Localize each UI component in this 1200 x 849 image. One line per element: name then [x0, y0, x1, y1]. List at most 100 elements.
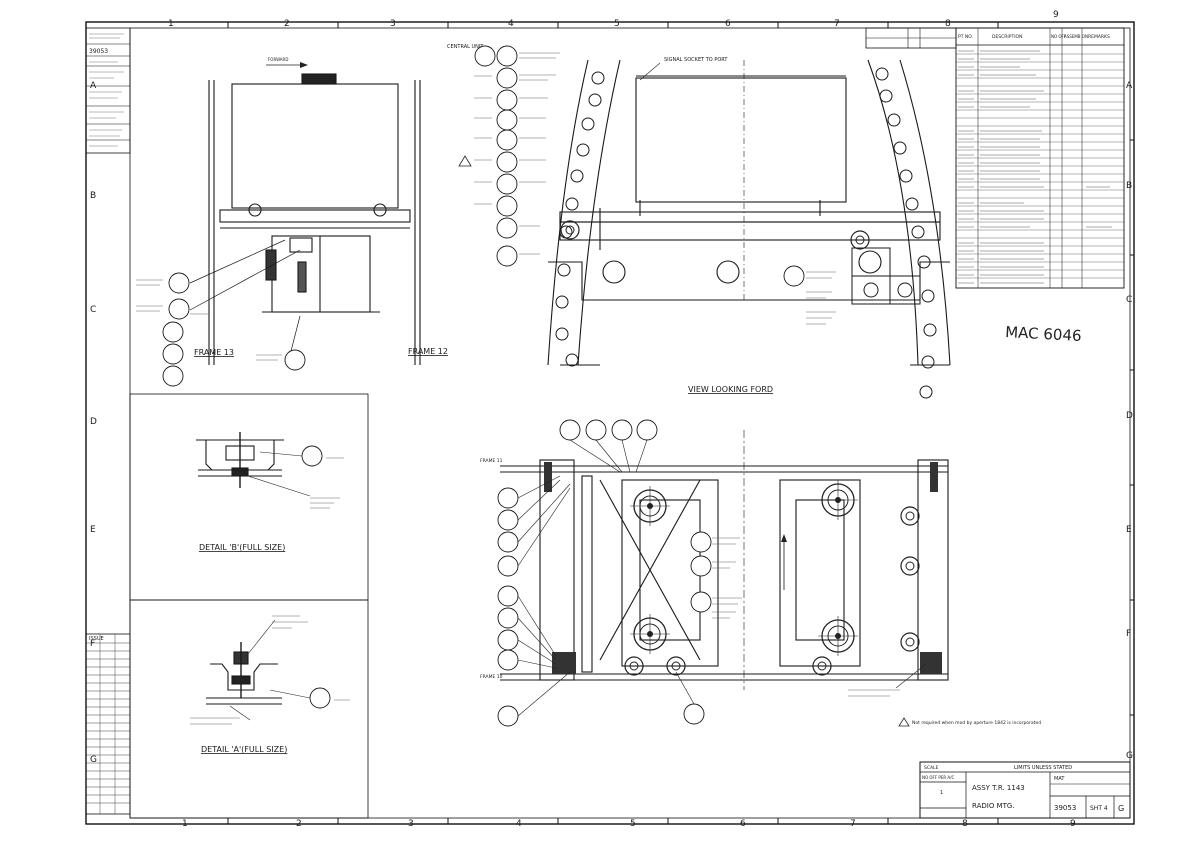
central-unit-balloon-stack [474, 45, 518, 267]
plan-balloons-centre [683, 531, 712, 725]
col-marker-top-9: 9 [1053, 10, 1059, 20]
row-marker-right-e: E [1126, 525, 1132, 535]
col-marker-top-1: 1 [168, 19, 174, 29]
frame-10-label: FRAME 10 [480, 674, 503, 680]
lower-beam-holes [602, 250, 882, 284]
detail-b-label: DETAIL 'B'(FULL SIZE) [199, 543, 285, 552]
col-marker-bottom-9: 9 [1070, 819, 1076, 829]
right-frame-lightening-holes [875, 67, 937, 399]
title-revision: G [1118, 804, 1124, 813]
col-marker-bottom-6: 6 [740, 819, 746, 829]
parts-header-remarks: REMARKS [1088, 34, 1110, 40]
drill-note [848, 663, 927, 697]
title-limits-label: LIMITS UNLESS STATED [1014, 765, 1072, 771]
row-marker-right-b: B [1126, 181, 1132, 191]
column-markers-top: 1 2 3 4 5 6 7 8 9 [168, 10, 1059, 29]
row-markers-left: A B C D E F G [90, 81, 97, 765]
drawing-reference-handwritten: MAC 6046 [1005, 323, 1082, 345]
frame-13-forward-arrow: FORWARD [266, 57, 308, 68]
mod-note-text: Not required when mod by aperture 1842 i… [912, 720, 1041, 726]
col-marker-bottom-3: 3 [408, 819, 414, 829]
plan-leader-bottom [675, 671, 695, 705]
signal-socket-leader [639, 62, 661, 81]
plan-leaders-top [569, 439, 648, 473]
row-marker-right-f: F [1126, 629, 1131, 639]
row-marker-right-g: G [1126, 751, 1133, 761]
side-panel-issue-label: ISSUE [89, 636, 104, 642]
view-looking-ford [547, 59, 951, 366]
mod-note-triangle [898, 717, 910, 727]
col-marker-bottom-2: 2 [296, 819, 302, 829]
frame-13-label: FRAME 13 [194, 348, 234, 357]
col-marker-top-3: 3 [390, 19, 396, 29]
col-marker-top-5: 5 [614, 19, 620, 29]
row-marker-left-c: C [90, 305, 96, 315]
left-revision-strip: 39053 ISSUE [85, 27, 131, 815]
title-scale-label: SCALE [924, 765, 939, 771]
left-frame-lightening-holes [555, 71, 605, 367]
central-unit-label: CENTRAL UNIT [447, 44, 484, 50]
title-mat-label: MAT [1054, 776, 1065, 782]
signal-socket-note: SIGNAL SOCKET TO PORT [664, 57, 728, 63]
detail-a-label: DETAIL 'A'(FULL SIZE) [201, 745, 287, 754]
row-marker-right-c: C [1126, 295, 1132, 305]
mod-triangle-marker [458, 155, 472, 167]
row-marker-left-b: B [90, 191, 96, 201]
frame-13-callout-text [136, 279, 282, 361]
side-panel-drawing-no: 39053 [89, 48, 108, 55]
frame-13-view [189, 73, 421, 365]
parts-list-table: PT NO. DESCRIPTION NO OFF ASSEMB ON REMA… [955, 27, 1125, 289]
row-marker-left-f: F [90, 639, 95, 649]
parts-list-handwritten-entries [958, 50, 1112, 284]
forward-label-frame13: FORWARD [268, 57, 288, 62]
title-no-off-header: NO OFF PER A/C [922, 775, 955, 780]
col-marker-bottom-5: 5 [630, 819, 636, 829]
row-marker-right-a: A [1126, 81, 1133, 91]
frame-13-balloons [162, 272, 306, 387]
title-block: SCALE LIMITS UNLESS STATED NO OFF PER A/… [919, 761, 1131, 819]
col-marker-bottom-4: 4 [516, 819, 522, 829]
plan-balloons-left [497, 487, 519, 727]
plan-side-bolts [624, 506, 920, 676]
parts-header-description: DESCRIPTION [992, 34, 1022, 40]
row-markers-right: A B C D E F G [1126, 81, 1133, 761]
plan-centre-callout-text [712, 537, 742, 619]
col-marker-bottom-1: 1 [182, 819, 188, 829]
title-no-off: 1 [940, 790, 943, 796]
col-marker-bottom-7: 7 [850, 819, 856, 829]
column-grid-ticks [227, 22, 1134, 824]
plan-corner-blocks [544, 462, 942, 674]
parts-header-no-off: NO OFF [1051, 34, 1067, 39]
outer-border [85, 21, 1135, 825]
view-side-balloons [783, 265, 805, 287]
detail-b-panel: DETAIL 'B'(FULL SIZE) [129, 393, 369, 601]
title-drawing-number: 39053 [1054, 804, 1076, 812]
plan-view [500, 430, 949, 690]
row-marker-right-d: D [1126, 411, 1133, 421]
row-marker-left-d: D [90, 417, 97, 427]
col-marker-bottom-8: 8 [962, 819, 968, 829]
col-marker-top-6: 6 [725, 19, 731, 29]
row-marker-left-g: G [90, 755, 97, 765]
plan-forward-arrow [781, 534, 787, 542]
frame-12-label: FRAME 12 [408, 347, 448, 356]
col-marker-top-7: 7 [834, 19, 840, 29]
junction-box-cluster [851, 247, 921, 305]
detail-a-panel: DETAIL 'A'(FULL SIZE) [129, 599, 369, 819]
tray-bolts [560, 220, 870, 250]
assy-reference-box [865, 27, 957, 49]
parts-header-pt-no: PT NO. [958, 34, 973, 40]
title-assy: ASSY T.R. 1143 [972, 784, 1025, 792]
col-marker-top-4: 4 [508, 19, 514, 29]
frame-11-label: FRAME 11 [480, 458, 503, 464]
col-marker-top-8: 8 [945, 19, 951, 29]
plan-balloons-top [559, 419, 658, 441]
title-sheet-number: SHT 4 [1090, 805, 1108, 812]
inner-border [129, 27, 1131, 819]
title-radio-mtg: RADIO MTG. [972, 802, 1015, 810]
view-side-callout-text [806, 271, 836, 325]
view-looking-ford-label: VIEW LOOKING FORD [688, 385, 773, 394]
col-marker-top-2: 2 [284, 19, 290, 29]
row-marker-left-e: E [90, 525, 96, 535]
